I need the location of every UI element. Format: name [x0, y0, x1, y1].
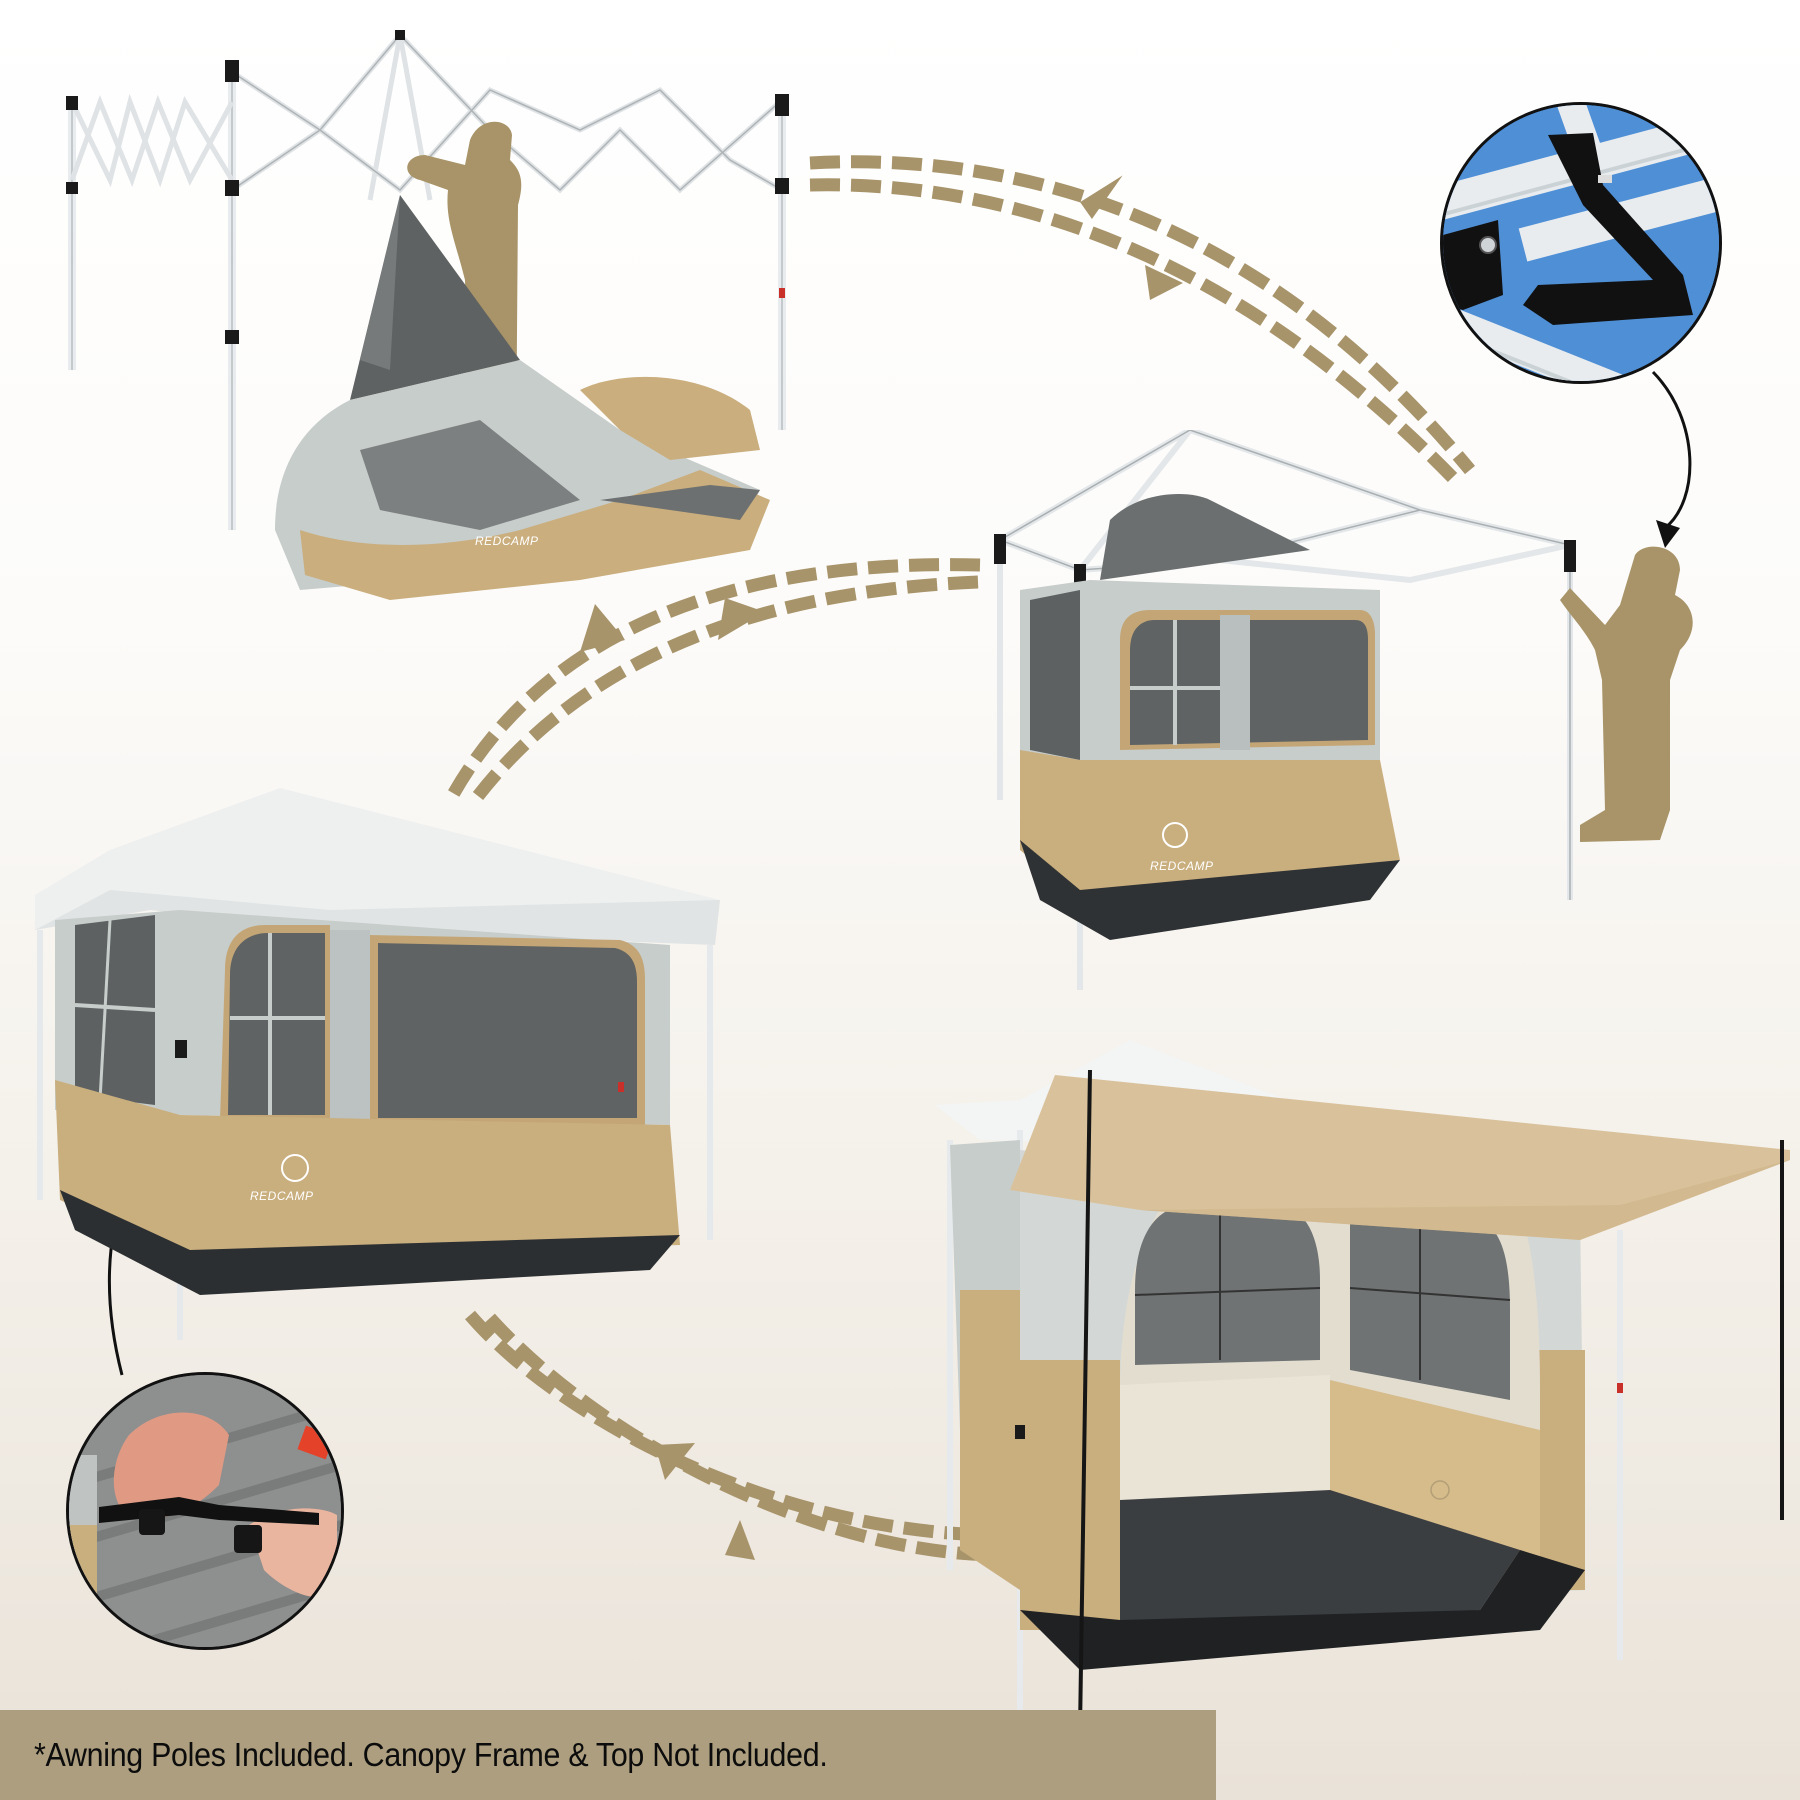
- brand-logo-text: REDCAMP: [1150, 859, 1214, 873]
- tent-attached-to-frame-icon: REDCAMP: [994, 430, 1693, 990]
- strap-on-frame-detail-icon: [1443, 105, 1719, 381]
- step-4-tent-with-awning: [920, 1030, 1800, 1730]
- detail-strap-on-frame: [1440, 102, 1722, 384]
- canopy-frame-with-hanging-tent-icon: REDCAMP: [66, 30, 789, 600]
- disclaimer-banner: *Awning Poles Included. Canopy Frame & T…: [0, 1710, 1216, 1800]
- step-2-tent-attached: REDCAMP: [980, 430, 1800, 990]
- step-3-completed-tent: REDCAMP: [30, 780, 730, 1340]
- tent-with-awning-icon: [935, 1040, 1790, 1730]
- disclaimer-text: *Awning Poles Included. Canopy Frame & T…: [34, 1736, 828, 1773]
- completed-canopy-tent-icon: REDCAMP: [35, 788, 720, 1340]
- brand-logo-text: REDCAMP: [475, 534, 539, 548]
- step-1-hanging-tent: REDCAMP: [60, 30, 820, 610]
- person-silhouette-icon: [1560, 546, 1693, 842]
- detail-buckle-strap: [66, 1372, 344, 1650]
- buckle-strap-detail-icon: [69, 1375, 341, 1647]
- brand-logo-text: REDCAMP: [250, 1189, 314, 1203]
